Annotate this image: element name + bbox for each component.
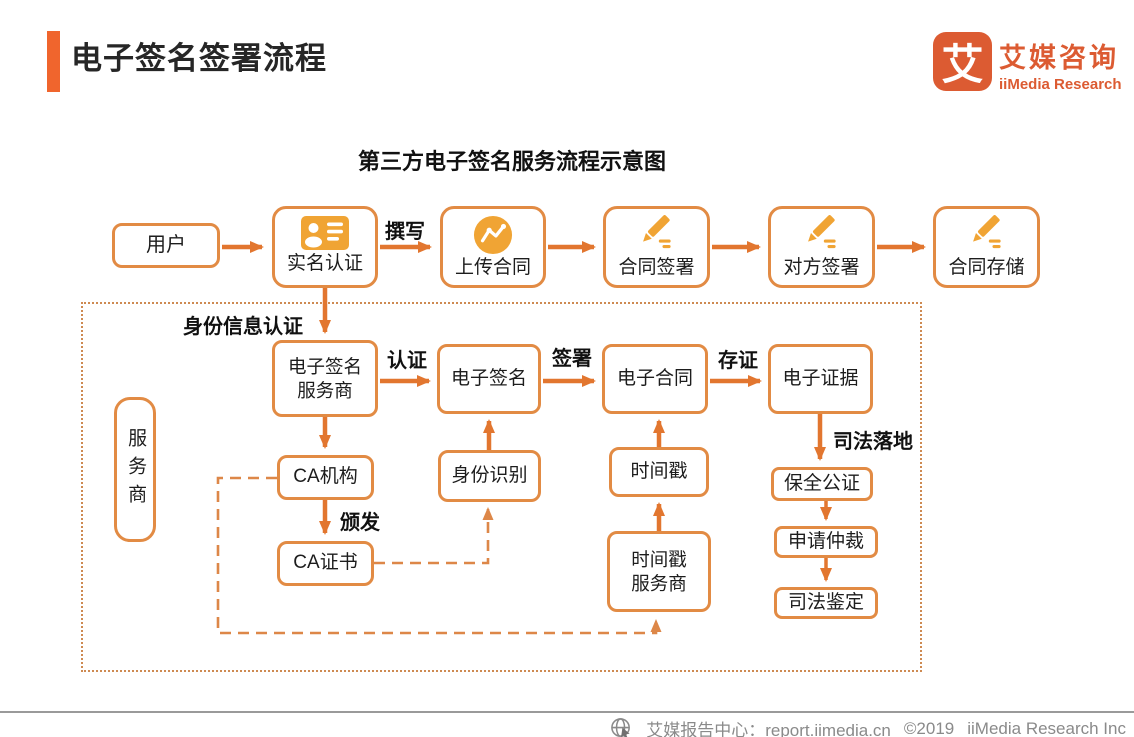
footer-company: iiMedia Research Inc bbox=[967, 718, 1126, 737]
globe-cursor-icon bbox=[611, 717, 631, 737]
node-label: 司法鉴定 bbox=[787, 591, 864, 613]
node-label: 合同签署 bbox=[618, 257, 695, 278]
node-label: CA证书 bbox=[293, 552, 358, 574]
node-label: 实名认证 bbox=[286, 253, 363, 274]
iimedia-logo: 艾 艾媒咨询 iiMedia Research bbox=[933, 32, 1122, 93]
pencil-icon bbox=[807, 215, 836, 249]
node-ca-cert: CA证书 bbox=[277, 541, 374, 586]
node-user: 用户 bbox=[112, 223, 220, 268]
node-esign-provider: 电子签名 服务商 bbox=[272, 340, 378, 417]
node-label: 电子证据 bbox=[782, 367, 859, 389]
node-contract-storage: 合同存储 bbox=[933, 206, 1040, 288]
node-arbitration: 申请仲裁 bbox=[774, 526, 878, 558]
pencil-icon bbox=[972, 215, 1001, 249]
node-label: 服务商 bbox=[125, 427, 147, 512]
node-label: 申请仲裁 bbox=[787, 530, 864, 552]
pencil-icon bbox=[642, 215, 671, 249]
node-econtract: 电子合同 bbox=[602, 344, 708, 414]
node-timestamp: 时间戳 bbox=[609, 447, 709, 497]
node-label: CA机构 bbox=[293, 466, 358, 488]
title-accent-bar bbox=[47, 31, 60, 92]
node-label-line2: 服务商 bbox=[631, 572, 687, 594]
edge-label-sign: 签署 bbox=[552, 348, 592, 370]
edge-label-issue: 颁发 bbox=[340, 512, 380, 534]
footer-source: 艾媒报告中心：report.iimedia.cn bbox=[646, 721, 891, 737]
node-label: 用户 bbox=[146, 233, 186, 256]
footer: 艾媒报告中心：report.iimedia.cn ©2019 iiMedia R… bbox=[610, 716, 1126, 737]
edge-label-authenticate: 认证 bbox=[387, 350, 427, 372]
node-upload-contract: 上传合同 bbox=[440, 206, 546, 288]
node-label: 时间戳 bbox=[630, 460, 688, 482]
edge-label-compose: 撰写 bbox=[385, 221, 425, 243]
node-label: 电子签名 bbox=[450, 367, 527, 389]
node-label-line1: 时间戳 bbox=[631, 548, 687, 570]
edge-label-deposit: 存证 bbox=[718, 350, 758, 372]
node-label: 电子合同 bbox=[616, 367, 693, 389]
logo-text: 艾媒咨询 iiMedia Research bbox=[999, 36, 1122, 93]
node-contract-sign: 合同签署 bbox=[603, 206, 710, 288]
chart-icon bbox=[473, 215, 513, 255]
node-label: 身份识别 bbox=[451, 464, 528, 486]
footer-divider bbox=[0, 711, 1134, 713]
node-label: 对方签署 bbox=[783, 257, 860, 278]
node-label: 保全公证 bbox=[783, 472, 860, 494]
diagram-title: 第三方电子签名服务流程示意图 bbox=[357, 149, 666, 174]
node-realname-auth: 实名认证 bbox=[272, 206, 378, 288]
node-timestamp-provider: 时间戳 服务商 bbox=[607, 531, 711, 612]
node-label: 上传合同 bbox=[454, 257, 531, 278]
node-notarization: 保全公证 bbox=[771, 467, 873, 501]
node-ca-org: CA机构 bbox=[277, 455, 374, 500]
edge-label-identity-auth: 身份信息认证 bbox=[183, 316, 303, 338]
node-esignature: 电子签名 bbox=[437, 344, 541, 414]
node-forensic: 司法鉴定 bbox=[774, 587, 878, 619]
page-title: 电子签名签署流程 bbox=[71, 41, 327, 76]
node-label-line2: 服务商 bbox=[297, 379, 353, 401]
logo-mark-icon: 艾 bbox=[933, 32, 992, 91]
footer-copyright: ©2019 bbox=[903, 718, 955, 737]
edge-label-judicial-landing: 司法落地 bbox=[833, 431, 913, 453]
node-eevidence: 电子证据 bbox=[768, 344, 873, 414]
node-label-line1: 电子签名 bbox=[287, 355, 362, 377]
node-id-recognition: 身份识别 bbox=[438, 450, 541, 502]
node-service-provider: 服务商 bbox=[114, 397, 156, 542]
logo-name-cn: 艾媒咨询 bbox=[999, 43, 1119, 73]
id-card-icon bbox=[301, 216, 349, 250]
service-provider-container bbox=[81, 302, 922, 672]
node-label: 合同存储 bbox=[948, 257, 1025, 278]
logo-name-en: iiMedia Research bbox=[999, 76, 1122, 93]
node-counterparty-sign: 对方签署 bbox=[768, 206, 875, 288]
